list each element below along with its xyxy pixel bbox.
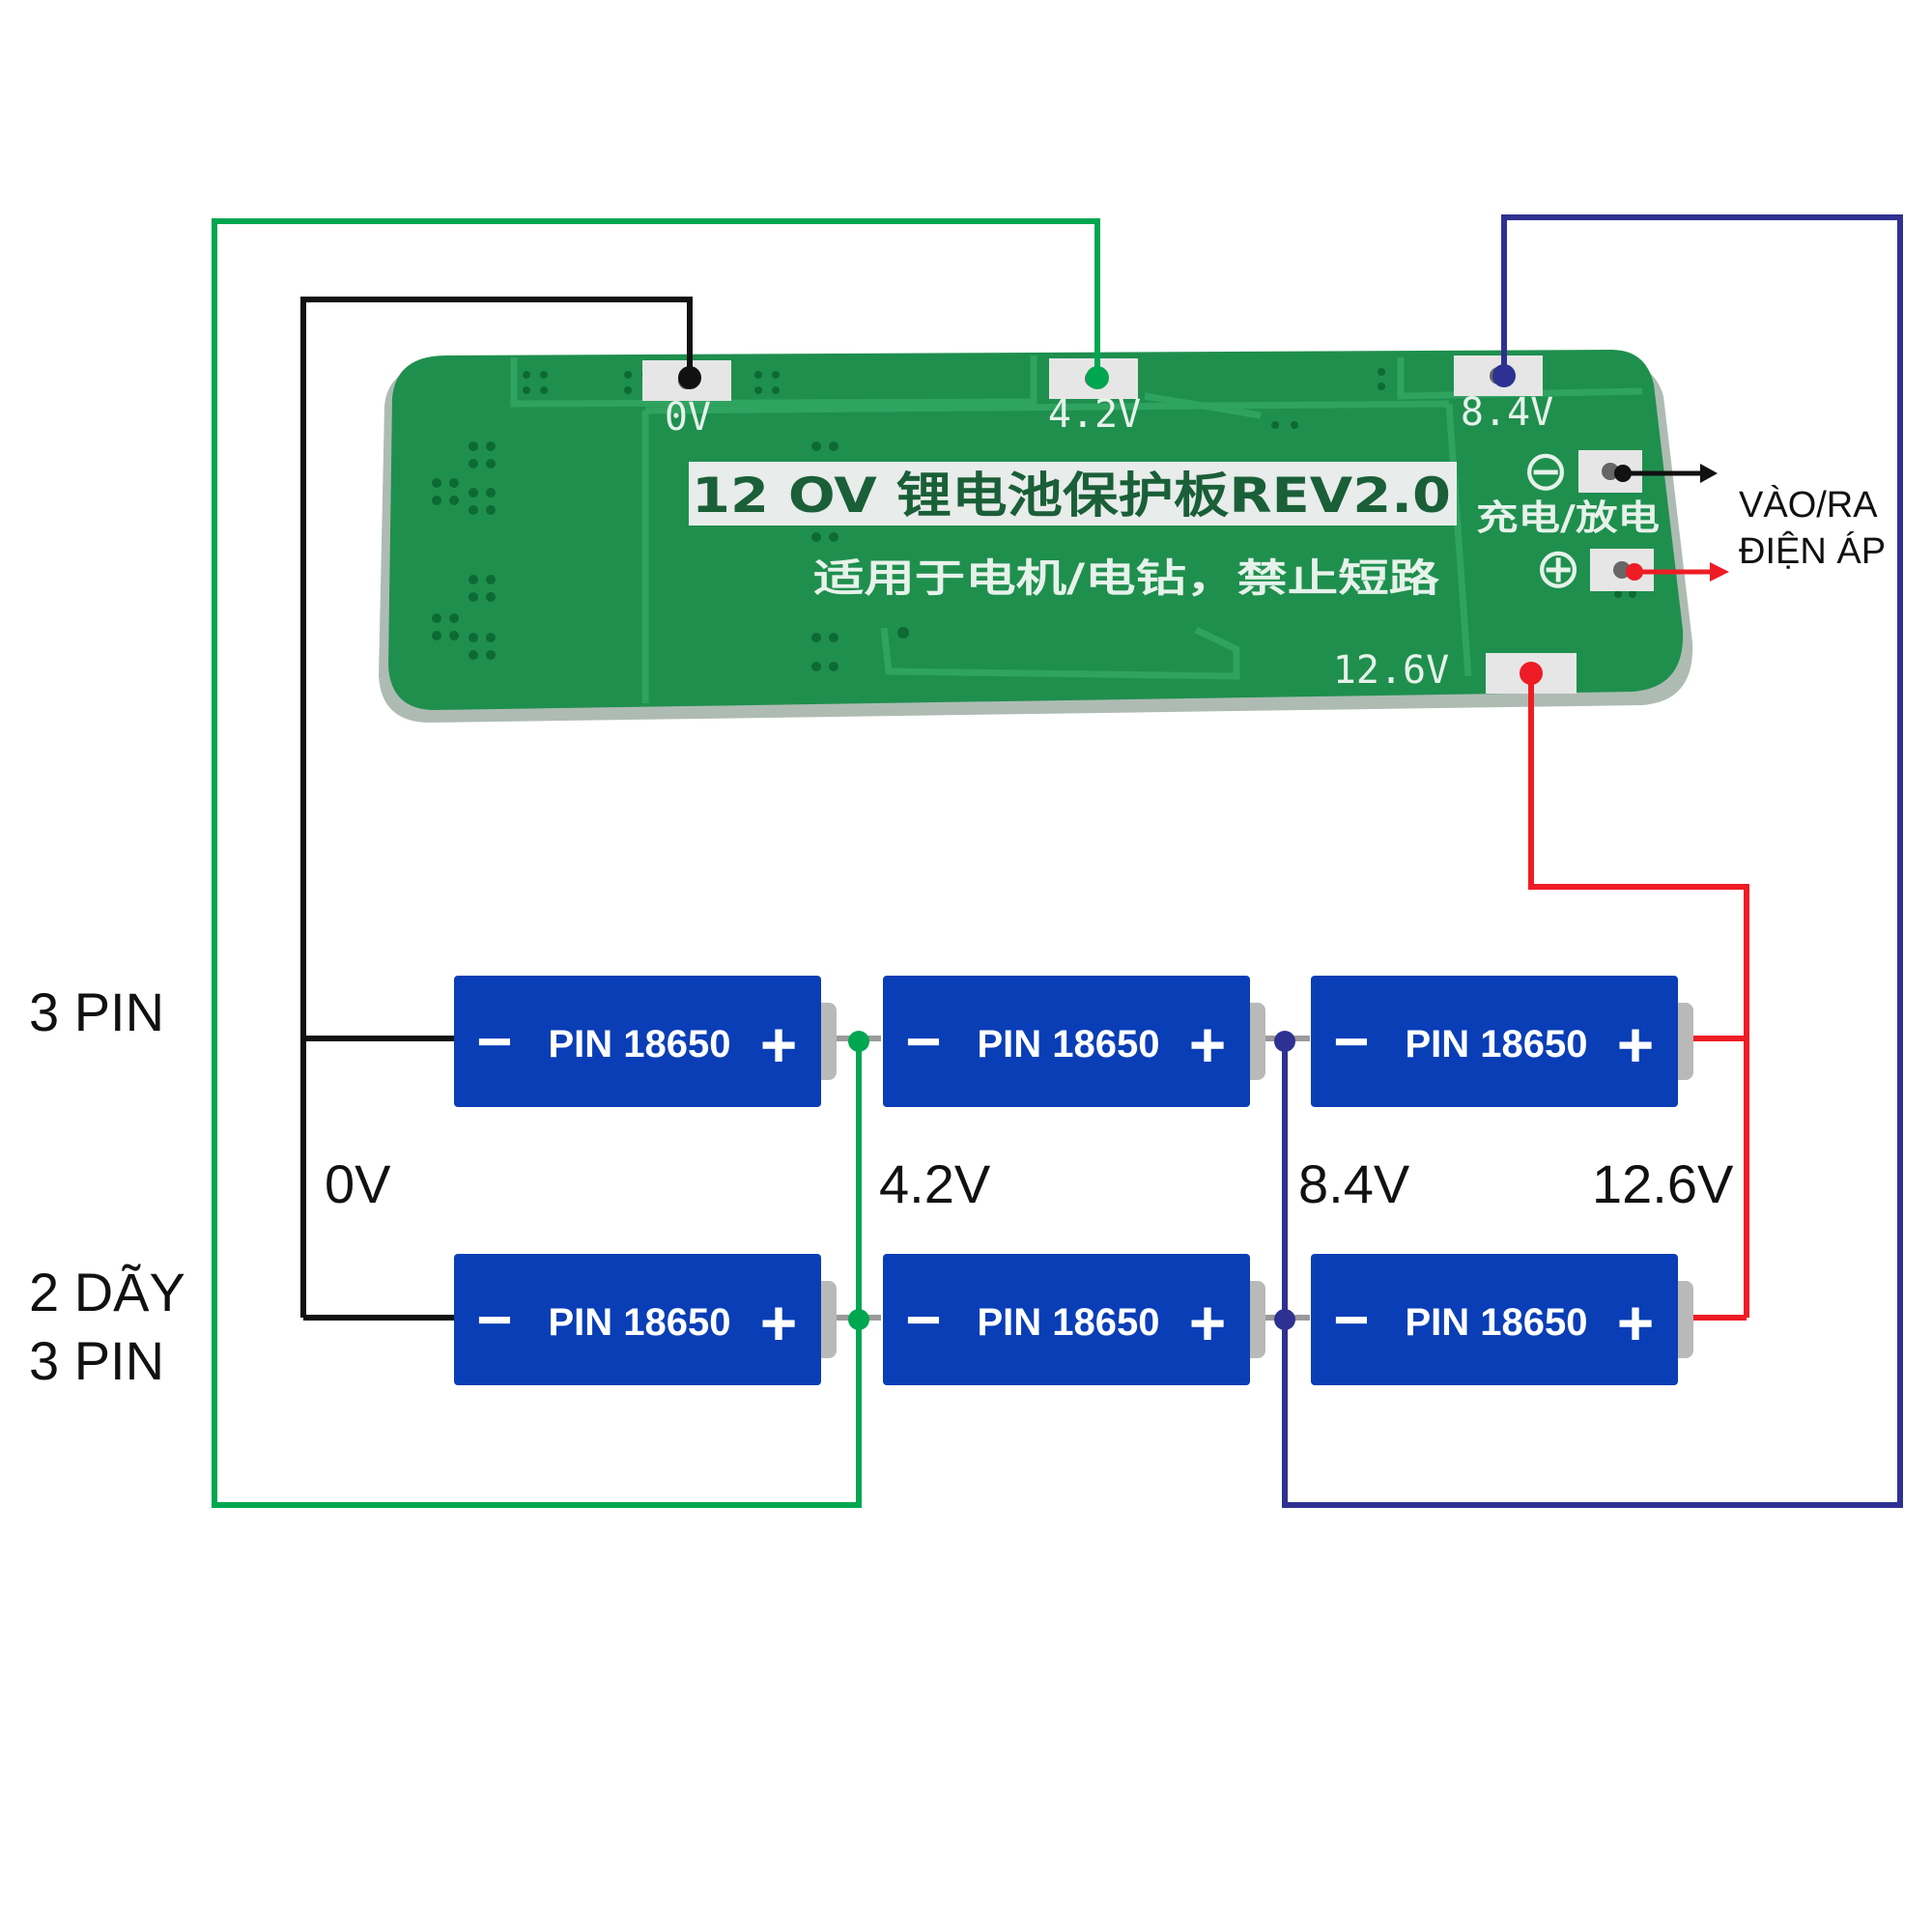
battery-pack: −PIN 18650+−PIN 18650+−PIN 18650+−PIN 18… xyxy=(454,976,1693,1385)
board-traces xyxy=(510,355,1643,703)
battery-plus-sign: + xyxy=(760,1009,798,1080)
arrow-red-icon xyxy=(1710,562,1729,582)
pad-dot-8-4v xyxy=(1492,364,1516,387)
voltage-label-4-2v: 4.2V xyxy=(879,1153,991,1214)
battery-body xyxy=(883,1254,1250,1385)
battery-label: PIN 18650 xyxy=(1405,1301,1587,1344)
voltage-label-8-4v: 8.4V xyxy=(1298,1153,1410,1214)
board-minus-symbol: ⊖ xyxy=(1522,438,1570,503)
wire-blue-8-4v xyxy=(1282,214,1903,1508)
io-arrows xyxy=(1623,464,1729,582)
battery-label: PIN 18650 xyxy=(548,1301,730,1344)
battery-plus-sign: + xyxy=(1617,1287,1655,1358)
board-plus-symbol: ⊕ xyxy=(1535,535,1582,601)
battery-body xyxy=(1311,1254,1678,1385)
battery-cell: −PIN 18650 + xyxy=(454,976,837,1107)
io-label-line1: VÀO/RA xyxy=(1739,484,1878,526)
io-label-line2: ĐIỆN ÁP xyxy=(1739,530,1886,572)
battery-label: PIN 18650 xyxy=(977,1023,1159,1065)
battery-body xyxy=(883,976,1250,1107)
battery-plus-sign: + xyxy=(1189,1009,1227,1080)
wire-green-4-2v xyxy=(212,218,1100,1508)
battery-label: PIN 18650 xyxy=(977,1301,1159,1344)
voltage-label-12-6v: 12.6V xyxy=(1592,1153,1734,1214)
battery-minus-sign: − xyxy=(1333,1285,1369,1354)
arrow-black-icon xyxy=(1700,464,1718,483)
battery-plus-sign: + xyxy=(1189,1287,1227,1358)
left-label-3-pin: 3 PIN xyxy=(29,981,164,1042)
board-body xyxy=(388,350,1684,710)
pad-label-8-4v: 8.4V xyxy=(1461,390,1553,435)
junction-green-bottom xyxy=(848,1309,869,1330)
battery-minus-sign: − xyxy=(476,1007,512,1076)
battery-plus-sign: + xyxy=(760,1287,798,1358)
wires xyxy=(212,214,1903,1508)
battery-minus-sign: − xyxy=(905,1285,941,1354)
battery-minus-sign: − xyxy=(905,1007,941,1076)
pad-label-0v: 0V xyxy=(665,395,711,440)
wire-black-0v xyxy=(300,297,693,1318)
board-subtitle: 适用于电机/电钻，禁止短路 xyxy=(813,556,1440,601)
left-label-3-pin-2: 3 PIN xyxy=(29,1330,164,1391)
left-label-2-day: 2 DÃY xyxy=(29,1262,185,1322)
pad-dot-12-6v xyxy=(1520,662,1543,685)
bms-board: 0V 4.2V 8.4V 12.6V 12 OV 锂电池保护板REV2.0 适用… xyxy=(379,350,1693,723)
pad-dot-4-2v xyxy=(1086,366,1109,389)
junction-blue-bottom xyxy=(1274,1309,1295,1330)
battery-cell: −PIN 18650 + xyxy=(454,1254,837,1385)
battery-label: PIN 18650 xyxy=(548,1023,730,1065)
battery-cell: −PIN 18650 + xyxy=(1311,976,1693,1107)
junctions xyxy=(678,364,1643,1330)
board-title-plate xyxy=(689,462,1457,526)
voltage-label-0v: 0V xyxy=(325,1153,391,1214)
battery-body xyxy=(454,976,821,1107)
battery-plus-sign: + xyxy=(1617,1009,1655,1080)
battery-body xyxy=(1311,976,1678,1107)
battery-cell: −PIN 18650 + xyxy=(883,1254,1265,1385)
junction-green-top xyxy=(848,1031,869,1052)
battery-body xyxy=(454,1254,821,1385)
board-title: 12 OV 锂电池保护板REV2.0 xyxy=(692,468,1451,524)
charge-discharge-label: 充电/放电 xyxy=(1476,498,1660,538)
battery-cell: −PIN 18650 + xyxy=(883,976,1265,1107)
pad-label-4-2v: 4.2V xyxy=(1048,392,1141,437)
wire-red-12-6v xyxy=(1528,673,1749,1318)
pad-dot-0v xyxy=(678,366,701,389)
battery-minus-sign: − xyxy=(476,1285,512,1354)
battery-minus-sign: − xyxy=(1333,1007,1369,1076)
battery-cell: −PIN 18650 + xyxy=(1311,1254,1693,1385)
pad-label-12-6v: 12.6V xyxy=(1333,648,1449,693)
battery-label: PIN 18650 xyxy=(1405,1023,1587,1065)
junction-blue-top xyxy=(1274,1031,1295,1052)
